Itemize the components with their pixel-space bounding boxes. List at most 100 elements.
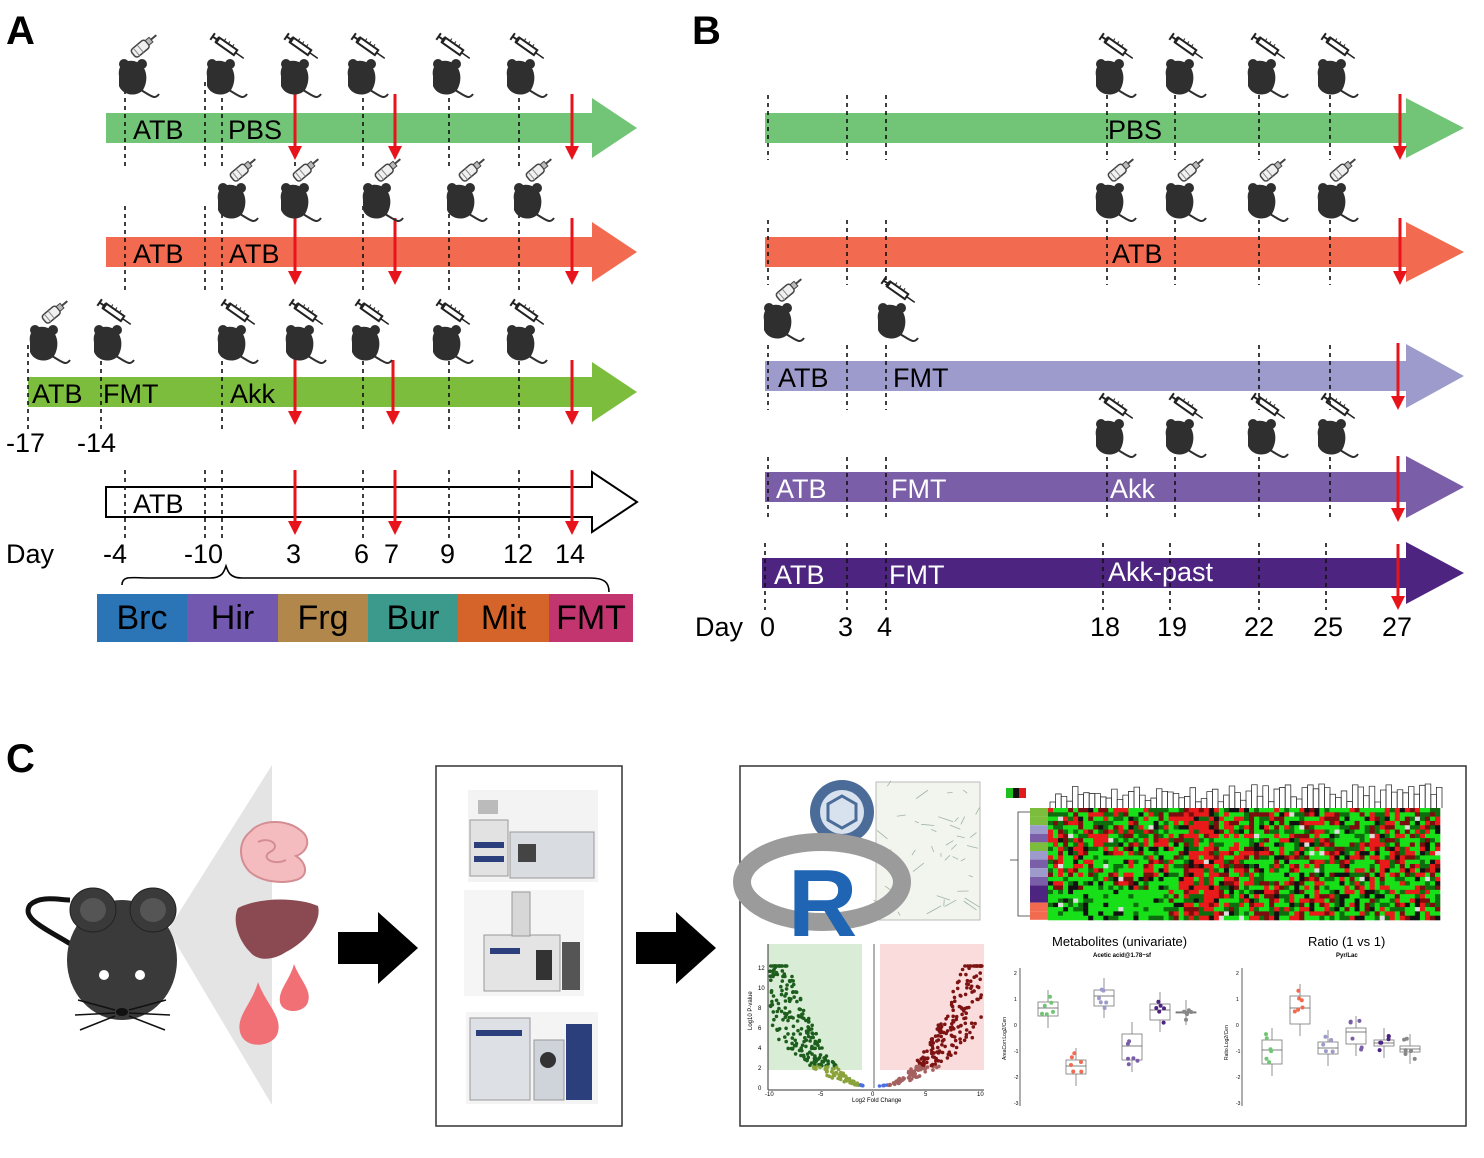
heatmap-cell [1234, 868, 1239, 873]
heatmap-cell [1189, 911, 1194, 916]
heatmap-cell [1425, 847, 1430, 852]
heatmap-cell [1073, 916, 1078, 921]
heatmap-cell [1113, 855, 1118, 860]
heatmap-cell [1264, 877, 1269, 882]
heatmap-cell [1355, 890, 1360, 895]
heatmap-cell [1249, 851, 1254, 856]
heatmap-cell [1058, 864, 1063, 869]
heatmap-cell [1113, 886, 1118, 891]
volcano-point [835, 1066, 839, 1070]
a-sampling-arrowhead [565, 146, 579, 160]
heatmap-cell [1093, 812, 1098, 817]
heatmap-cell [1264, 911, 1269, 916]
heatmap-cell [1314, 838, 1319, 843]
heatmap-cell [1254, 916, 1259, 921]
volcano-point [951, 1008, 955, 1012]
heatmap-cell [1073, 842, 1078, 847]
heatmap-cell [1154, 821, 1159, 826]
heatmap-cell [1410, 838, 1415, 843]
heatmap-cell [1118, 812, 1123, 817]
heatmap-cell [1385, 817, 1390, 822]
heatmap-cell [1138, 864, 1143, 869]
heatmap-cell [1053, 916, 1058, 921]
heatmap-cell [1078, 830, 1083, 835]
heatmap-cell [1169, 817, 1174, 822]
heatmap-cell [1294, 890, 1299, 895]
mouse-icon [363, 183, 403, 221]
heatmap-cell [1314, 890, 1319, 895]
heatmap-cell [1319, 825, 1324, 830]
heatmap-cell [1174, 877, 1179, 882]
heatmap-cell [1058, 877, 1063, 882]
boxplot-point [1126, 1042, 1130, 1046]
heatmap-cell [1219, 847, 1224, 852]
heatmap-cell [1159, 855, 1164, 860]
heatmap-cell [1309, 881, 1314, 886]
heatmap-cell [1214, 830, 1219, 835]
heatmap-cell [1430, 825, 1435, 830]
heatmap-cell [1128, 898, 1133, 903]
a-sampling-arrowhead [565, 271, 579, 285]
heatmap-cell [1184, 817, 1189, 822]
heatmap-cell [1239, 860, 1244, 865]
heatmap-cell [1289, 868, 1294, 873]
heatmap-cell [1048, 842, 1053, 847]
heatmap-cell [1169, 825, 1174, 830]
heatmap-cell [1083, 808, 1088, 813]
heatmap-cell [1314, 877, 1319, 882]
b-icon-injection [1166, 32, 1206, 97]
heatmap-cell [1214, 842, 1219, 847]
heatmap-cell [1159, 847, 1164, 852]
heatmap-cell [1405, 911, 1410, 916]
heatmap-cell [1264, 903, 1269, 908]
heatmap-cell [1400, 877, 1405, 882]
heatmap-cell [1154, 860, 1159, 865]
heatmap-cell [1314, 855, 1319, 860]
heatmap-cell [1143, 898, 1148, 903]
volcano-point [935, 1066, 939, 1070]
heatmap-cell [1284, 881, 1289, 886]
volcano-point [786, 1032, 790, 1036]
heatmap-cell [1113, 911, 1118, 916]
heatmap-cell [1133, 842, 1138, 847]
volcano-point [855, 1082, 859, 1086]
heatmap-cell [1234, 812, 1239, 817]
heatmap-cell [1425, 864, 1430, 869]
volcano-point [788, 1000, 792, 1004]
heatmap-cell [1314, 894, 1319, 899]
a-arrow-pbs [106, 98, 637, 158]
heatmap-cell [1058, 860, 1063, 865]
mouse-icon [447, 183, 487, 221]
heatmap-cell [1390, 890, 1395, 895]
heatmap-cell [1164, 890, 1169, 895]
heatmap-cell [1360, 877, 1365, 882]
syringe-icon [1251, 392, 1288, 422]
heatmap-cell [1123, 873, 1128, 878]
heatmap-cell [1244, 855, 1249, 860]
heatmap-cell [1309, 911, 1314, 916]
heatmap-cell [1164, 817, 1169, 822]
heatmap-cell [1294, 847, 1299, 852]
heatmap-cell [1063, 881, 1068, 886]
heatmap-cell [1314, 886, 1319, 891]
heatmap-cell [1334, 842, 1339, 847]
heatmap-cell [1430, 890, 1435, 895]
heatmap-cell [1159, 821, 1164, 826]
heatmap-cell [1063, 860, 1068, 865]
b-sampling-arrowhead [1391, 396, 1405, 410]
heatmap-cell [1304, 907, 1309, 912]
heatmap-cell [1249, 825, 1254, 830]
heatmap-cell [1324, 825, 1329, 830]
heatmap-cell [1169, 808, 1174, 813]
heatmap-cell [1380, 821, 1385, 826]
heatmap-cell [1204, 881, 1209, 886]
heatmap-cell [1219, 881, 1224, 886]
heatmap-cell [1128, 830, 1133, 835]
heatmap-cell [1264, 907, 1269, 912]
heatmap-cell [1068, 825, 1073, 830]
boxplot-point [1265, 1057, 1269, 1061]
heatmap-cell [1274, 898, 1279, 903]
heatmap-cell [1078, 903, 1083, 908]
heatmap-cell [1274, 868, 1279, 873]
